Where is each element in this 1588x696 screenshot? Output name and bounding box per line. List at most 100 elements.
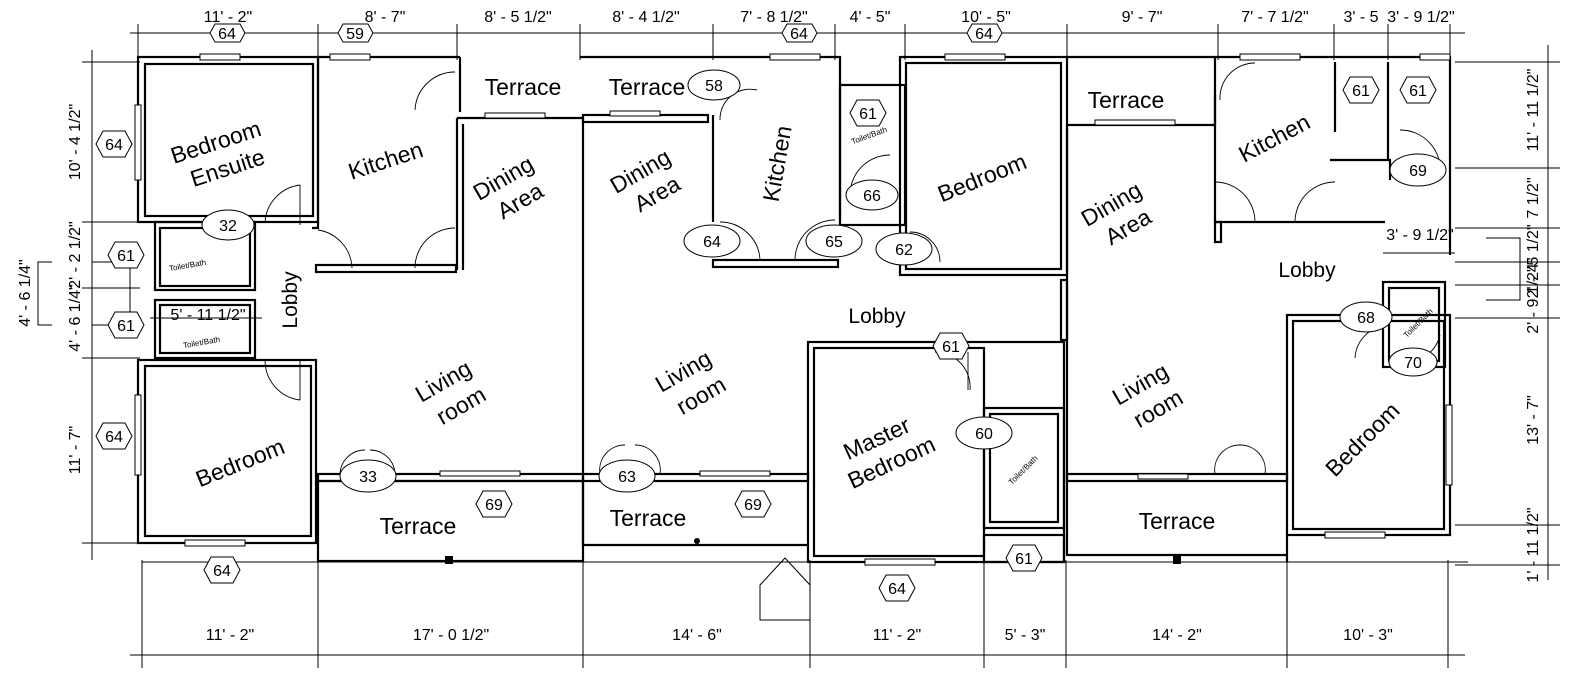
label-living-3: Living room: [1108, 355, 1194, 437]
dim-top-1: 11' - 2": [204, 9, 252, 26]
svg-text:32: 32: [219, 218, 237, 235]
svg-text:33: 33: [359, 469, 377, 486]
dim-top-6: 4' - 5": [850, 9, 891, 26]
dimension-lines: [37, 24, 1560, 668]
doors: [264, 62, 1441, 475]
label-kitchen-2: Kitchen: [758, 124, 797, 204]
label-lobby-1: Lobby: [279, 271, 302, 329]
dim-top-8: 9' - 7": [1122, 9, 1163, 26]
svg-text:61: 61: [117, 318, 135, 335]
label-lobby-3: Lobby: [1278, 259, 1336, 282]
label-terrace-top-3: Terrace: [1088, 87, 1165, 113]
dim-bottom-7: 10' - 3": [1343, 627, 1393, 644]
tag-61-toilet-mid: 61: [849, 99, 887, 127]
label-toilet-bath-1: Toilet/Bath: [168, 258, 206, 273]
svg-text:64: 64: [703, 234, 721, 251]
svg-text:70: 70: [1404, 355, 1422, 372]
svg-text:58: 58: [705, 78, 723, 95]
tag-64-top-mid: 64: [781, 23, 818, 43]
label-bedroom-2: Bedroom: [934, 148, 1030, 207]
label-living-1: Living room: [411, 352, 497, 434]
label-terrace-top-1: Terrace: [485, 74, 562, 100]
svg-text:60: 60: [975, 426, 993, 443]
label-kitchen-3: Kitchen: [1234, 108, 1314, 167]
dim-left-3: 4' - 6 1/4": [67, 284, 84, 351]
dim-top-10: 3' - 5: [1343, 9, 1378, 26]
dim-top-7: 10' - 5": [961, 9, 1011, 26]
label-terrace-top-2: Terrace: [609, 74, 686, 100]
dim-top-3: 8' - 5 1/2": [484, 9, 551, 26]
tag-61-left-2: 61: [107, 311, 145, 339]
dim-inner-lobby: 5' - 11 1/2": [170, 307, 245, 324]
tag-64-top-left: 64: [209, 23, 246, 43]
tag-33: 33: [339, 459, 397, 493]
svg-text:62: 62: [895, 242, 913, 259]
tag-64-bottom-left: 64: [203, 556, 241, 584]
tag-64-left-upper: 64: [95, 130, 133, 158]
svg-text:64: 64: [105, 137, 123, 154]
dim-left-4: 4' - 6 1/4": [17, 259, 34, 326]
windows: [134, 53, 1453, 566]
dim-bottom-1: 11' - 2": [206, 627, 254, 644]
tag-66: 66: [845, 179, 899, 211]
label-dining-3: Dining Area: [1076, 173, 1165, 256]
dim-right-7: 1' - 11 1/2": [1525, 507, 1542, 582]
label-living-2: Living room: [651, 342, 737, 424]
label-kitchen-1: Kitchen: [345, 136, 426, 184]
tag-61-left-1: 61: [107, 241, 145, 269]
label-bedroom-ensuite: Bedroom Ensuite: [167, 113, 279, 195]
element-tags: 64 59 64 64 64 61 61 64: [95, 23, 1447, 602]
dim-inner-right: 3' - 9 1/2": [1386, 227, 1453, 244]
svg-text:61: 61: [942, 339, 960, 356]
tag-61-right-2: 61: [1399, 76, 1437, 104]
svg-text:64: 64: [975, 26, 993, 43]
tag-70: 70: [1388, 347, 1438, 377]
label-bedroom-1: Bedroom: [192, 433, 288, 492]
label-toilet-bath-3: Toilet/Bath: [850, 125, 888, 146]
svg-text:61: 61: [117, 248, 135, 265]
dim-bottom-5: 5' - 3": [1005, 627, 1046, 644]
label-toilet-bath-2: Toilet/Bath: [182, 335, 220, 350]
label-bedroom-3: Bedroom: [1320, 397, 1404, 481]
dim-top-11: 3' - 9 1/2": [1387, 9, 1454, 26]
tag-64-top-right: 64: [966, 23, 1003, 43]
dim-right-3: 5 1/2": [1525, 224, 1542, 265]
dim-right-5: 2' - 9 1/2": [1525, 266, 1542, 333]
tag-58: 58: [687, 69, 741, 101]
dim-top-5: 7' - 8 1/2": [740, 9, 807, 26]
tag-62: 62: [875, 232, 933, 266]
svg-text:66: 66: [863, 188, 881, 205]
dim-bottom-2: 17' - 0 1/2": [413, 627, 489, 644]
tag-69-right: 69: [1389, 153, 1447, 187]
svg-text:69: 69: [485, 497, 503, 514]
tag-60: 60: [955, 416, 1013, 450]
svg-text:69: 69: [744, 497, 762, 514]
label-terrace-bottom-3: Terrace: [1139, 508, 1216, 534]
tag-63: 63: [598, 459, 656, 493]
svg-text:61: 61: [859, 106, 877, 123]
svg-text:64: 64: [105, 429, 123, 446]
svg-text:65: 65: [825, 234, 843, 251]
dim-left-5: 11' - 7": [67, 426, 84, 474]
svg-text:64: 64: [888, 581, 906, 598]
tag-65: 65: [805, 224, 863, 258]
tag-64-kitchen: 64: [683, 224, 741, 258]
dim-right-1: 11' - 11 1/2": [1525, 69, 1542, 152]
tag-68: 68: [1339, 301, 1393, 333]
label-master-bedroom: Master Bedroom: [832, 405, 939, 493]
dim-top-9: 7' - 7 1/2": [1241, 9, 1308, 26]
dim-bottom-3: 14' - 6": [672, 627, 722, 644]
dim-left-2: 2' - 2 1/2": [67, 221, 84, 288]
label-lobby-2: Lobby: [848, 305, 906, 328]
tag-32: 32: [201, 209, 255, 241]
dim-top-2: 8' - 7": [365, 9, 406, 26]
tag-64-bottom-mid: 64: [878, 574, 916, 602]
label-terrace-bottom-2: Terrace: [610, 505, 687, 531]
dim-top-4: 8' - 4 1/2": [612, 9, 679, 26]
dimension-text: 11' - 2" 8' - 7" 8' - 5 1/2" 8' - 4 1/2"…: [17, 9, 1542, 644]
svg-text:64: 64: [790, 26, 808, 43]
tag-61-right-1: 61: [1342, 76, 1380, 104]
label-toilet-bath-4: Toilet/Bath: [1007, 454, 1040, 487]
dim-right-6: 13' - 7": [1525, 395, 1542, 445]
